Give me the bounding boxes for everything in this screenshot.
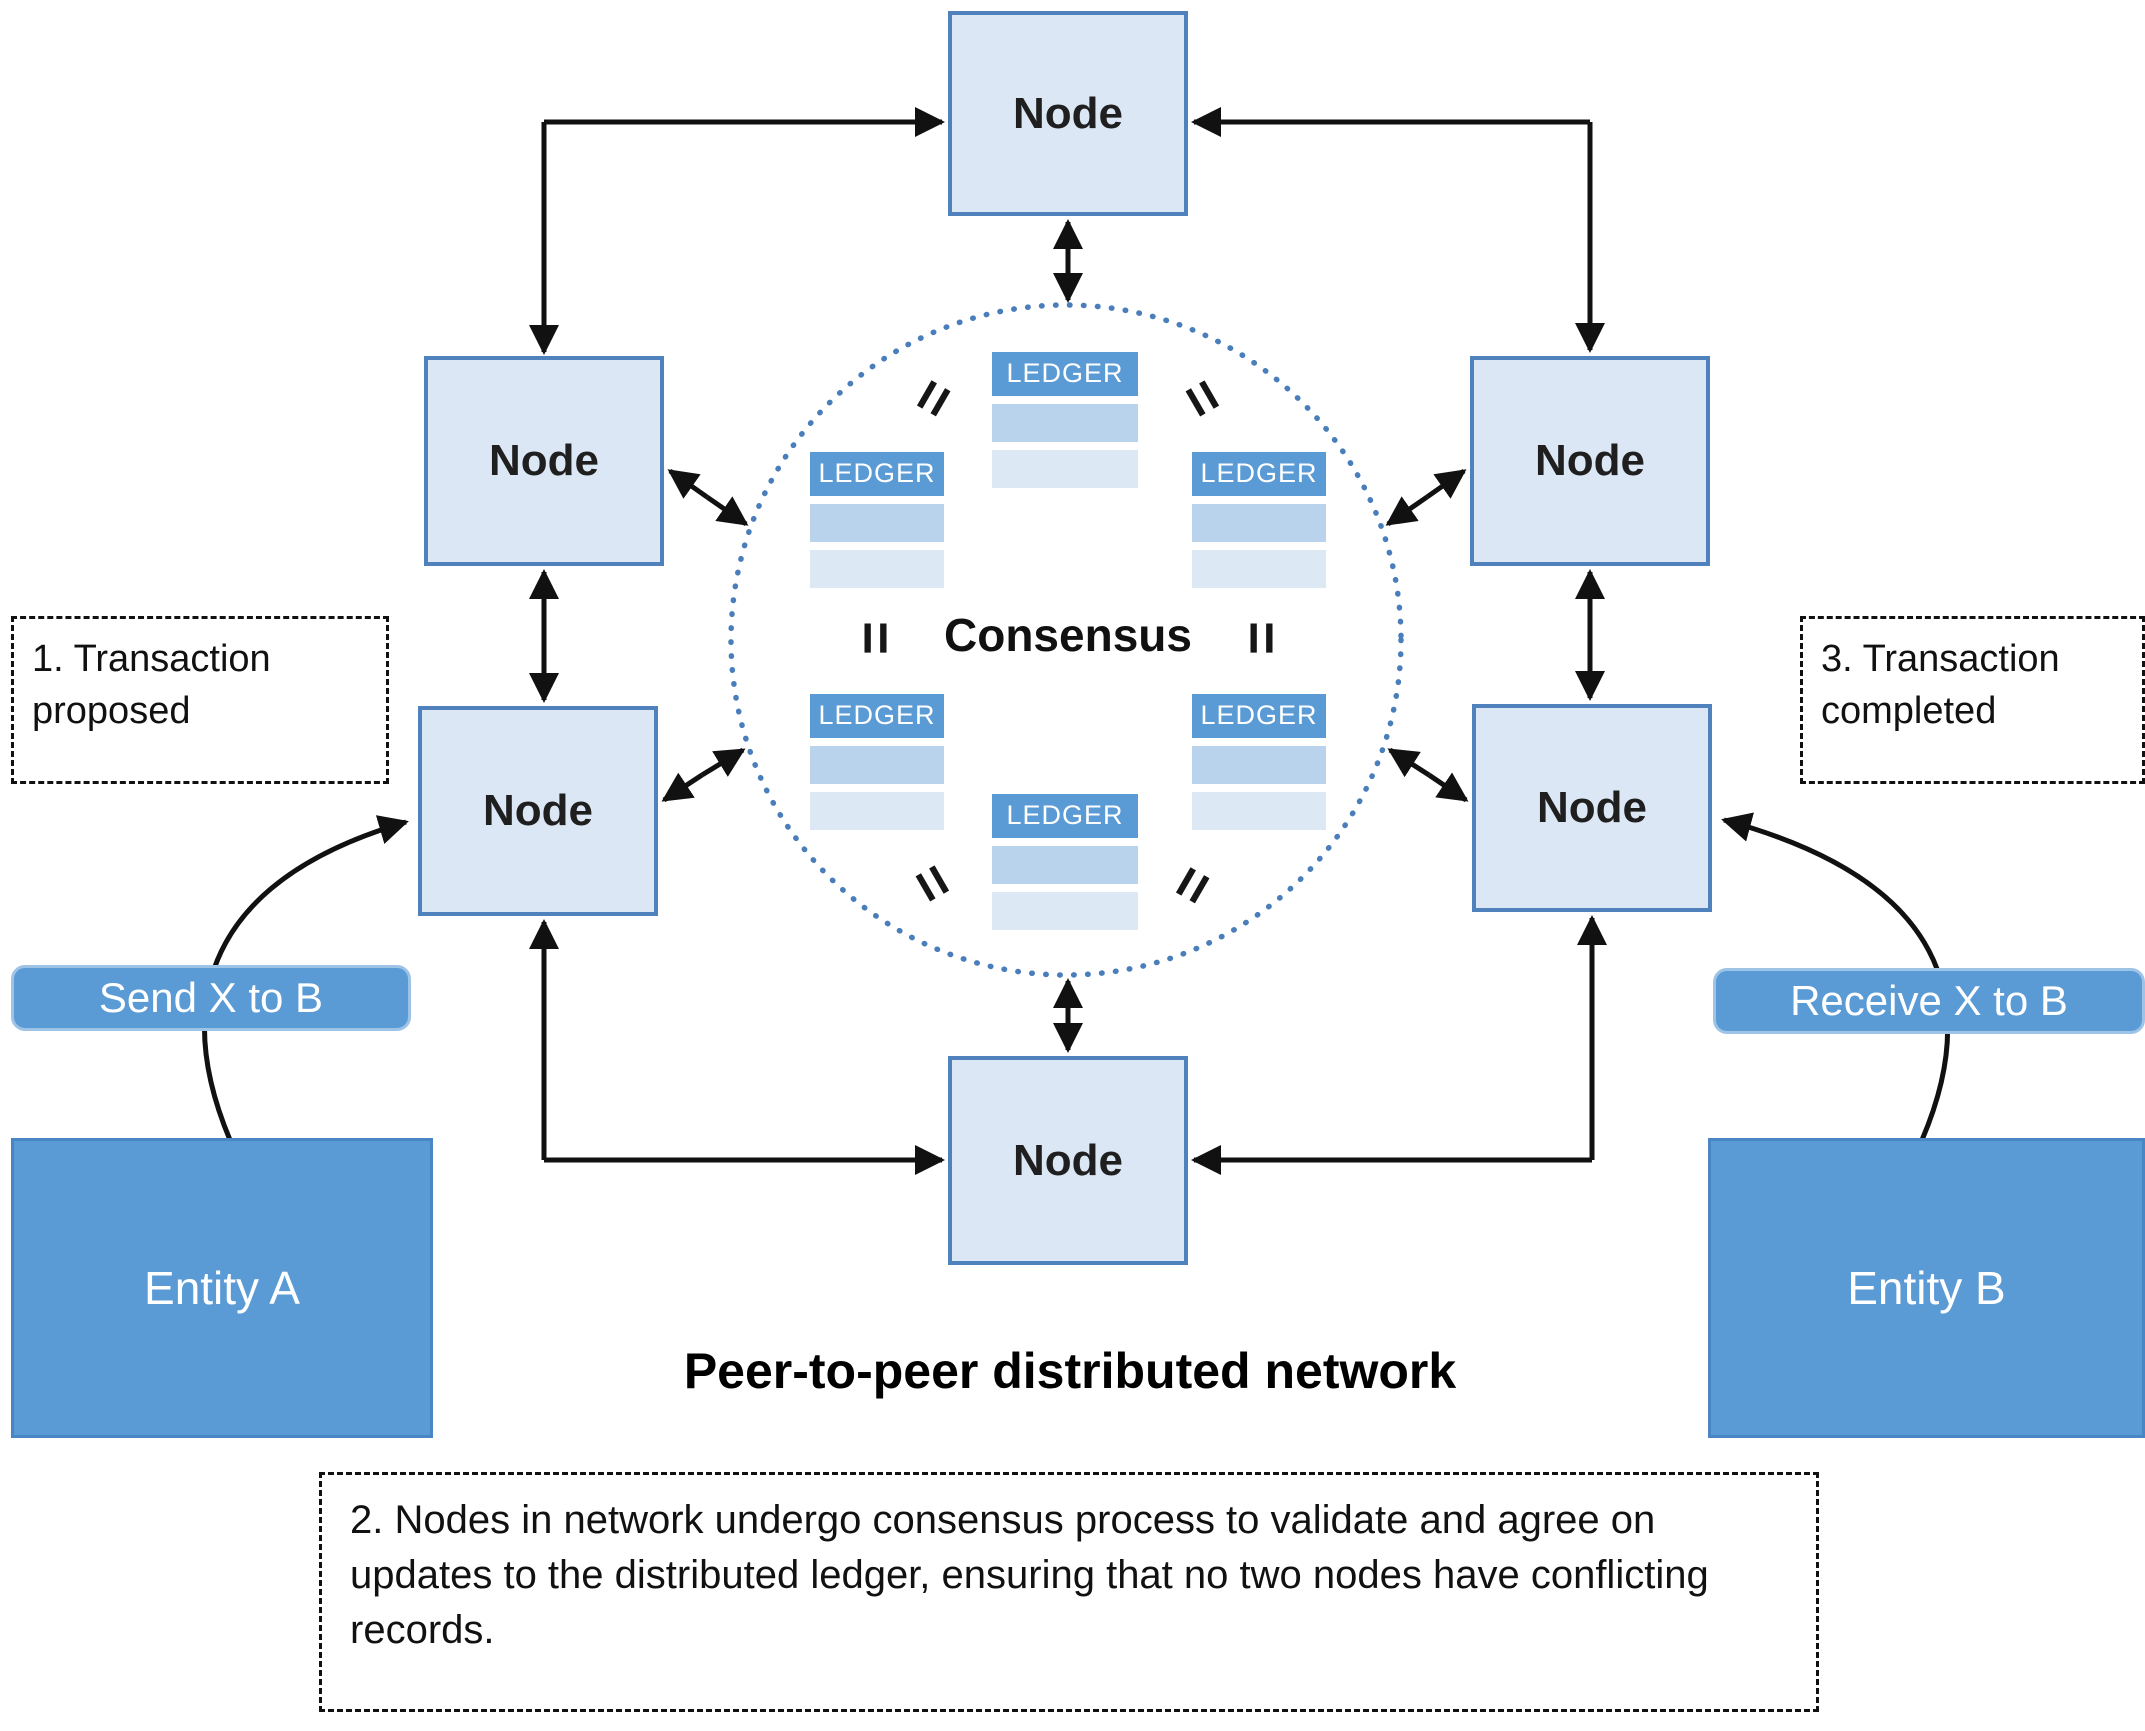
node-lower-left: Node — [418, 706, 658, 916]
receive-action-badge: Receive X to B — [1713, 968, 2145, 1034]
arrow-node-ll-to-circle — [700, 747, 746, 778]
ledger-row — [992, 846, 1138, 884]
entity-b-box: Entity B — [1708, 1138, 2145, 1438]
ledger-row — [1192, 550, 1326, 588]
ledger-row — [810, 746, 944, 784]
ledger-row — [810, 792, 944, 830]
ledger-row — [992, 892, 1138, 930]
arrow-circle-to-node-ll — [661, 772, 704, 803]
consensus-label: Consensus — [944, 609, 1192, 661]
entity-a-label: Entity A — [144, 1262, 300, 1314]
arrow-node-lr-to-circle — [1387, 747, 1431, 778]
ledger-row — [810, 550, 944, 588]
equals-icon: = — [843, 621, 909, 655]
arrow-circle-to-node-ul — [667, 468, 709, 500]
ledger-header: LEDGER — [810, 694, 944, 738]
ledger-upper-left: LEDGER — [810, 452, 944, 588]
ledger-lower-right: LEDGER — [1192, 694, 1326, 830]
send-action-badge: Send X to B — [11, 965, 411, 1031]
arrow-entity-a-to-node — [202, 815, 409, 1141]
entity-a-box: Entity A — [11, 1138, 433, 1438]
ledger-lower-left: LEDGER — [810, 694, 944, 830]
entity-b-label: Entity B — [1847, 1262, 2006, 1314]
node-upper-right: Node — [1470, 356, 1710, 566]
ledger-header: LEDGER — [992, 352, 1138, 396]
arrow-circle-to-node-ur — [1425, 468, 1467, 500]
ledger-header: LEDGER — [810, 452, 944, 496]
node-label: Node — [489, 436, 599, 485]
ledger-top: LEDGER — [992, 352, 1138, 488]
ledger-header: LEDGER — [1192, 694, 1326, 738]
ledger-upper-right: LEDGER — [1192, 452, 1326, 588]
ledger-row — [1192, 746, 1326, 784]
node-label: Node — [1013, 88, 1123, 138]
ledger-row — [992, 404, 1138, 442]
diagram-title: Peer-to-peer distributed network — [683, 1343, 1457, 1399]
node-top: Node — [948, 11, 1188, 216]
node-label: Node — [1537, 783, 1647, 832]
ledger-header: LEDGER — [992, 794, 1138, 838]
annotation-transaction-proposed: 1. Transaction proposed — [11, 616, 389, 784]
annotation-consensus-process: 2. Nodes in network undergo consensus pr… — [319, 1472, 1819, 1712]
arrow-node-ur-to-circle — [1385, 494, 1429, 527]
arrow-node-ul-to-circle — [705, 494, 749, 527]
ledger-row — [1192, 504, 1326, 542]
arrow-circle-to-node-lr — [1427, 772, 1469, 803]
node-label: Node — [1535, 436, 1645, 485]
equals-icon: = — [1229, 621, 1295, 655]
ledger-bottom: LEDGER — [992, 794, 1138, 930]
ledger-row — [1192, 792, 1326, 830]
node-bottom: Node — [948, 1056, 1188, 1265]
annotation-transaction-completed: 3. Transaction completed — [1800, 616, 2145, 784]
node-lower-right: Node — [1472, 704, 1712, 912]
ledger-row — [992, 450, 1138, 488]
node-label: Node — [483, 786, 593, 835]
node-upper-left: Node — [424, 356, 664, 566]
ledger-header: LEDGER — [1192, 452, 1326, 496]
arrow-entity-b-to-node — [1721, 812, 1951, 1141]
node-label: Node — [1013, 1135, 1123, 1185]
ledger-row — [810, 504, 944, 542]
consensus-circle — [728, 302, 1404, 978]
